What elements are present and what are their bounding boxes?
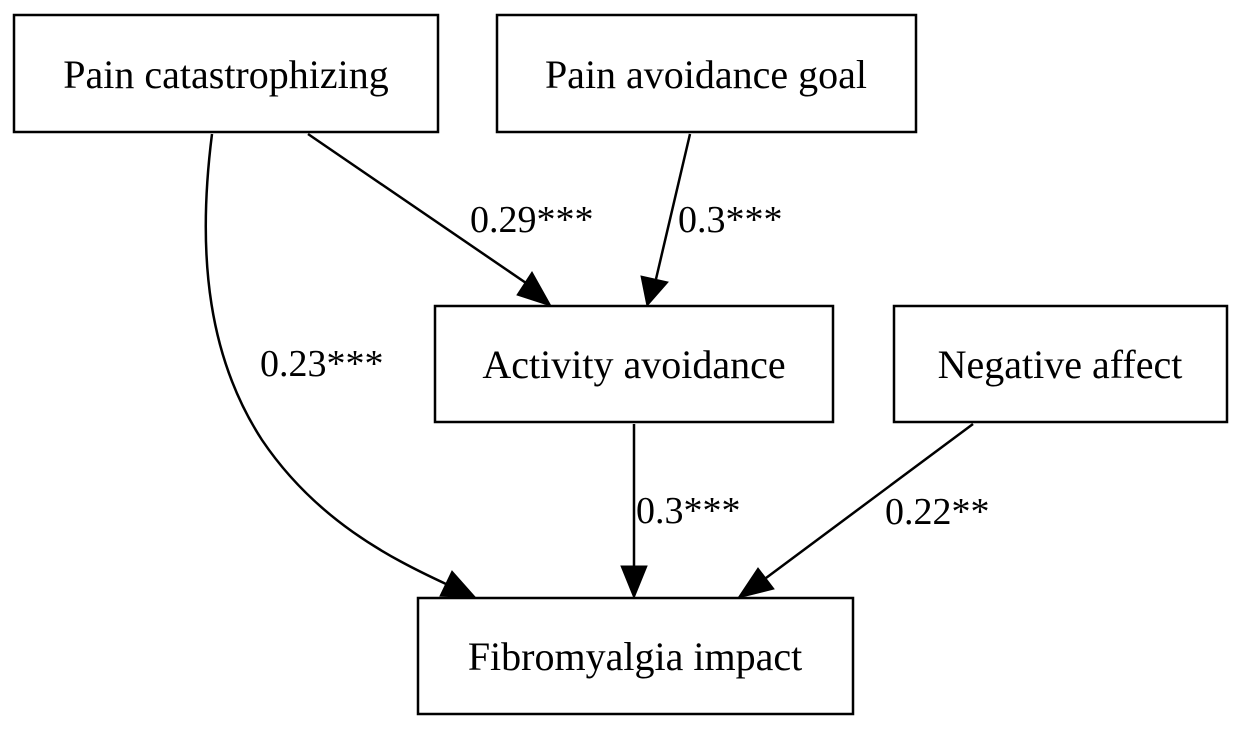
node-activity-avoidance: Activity avoidance — [433, 304, 835, 424]
edge-label: 0.23*** — [260, 343, 384, 385]
edge-catastrophizing-to-impact: 0.23*** — [204, 133, 478, 599]
edge-catastrophizing-to-activity: 0.29*** — [307, 132, 594, 307]
node-pain-avoidance-goal: Pain avoidance goal — [495, 13, 918, 134]
node-pain-catastrophizing: Pain catastrophizing — [12, 13, 440, 134]
arrowhead-icon — [640, 275, 669, 308]
edge-line — [654, 133, 692, 280]
edge-label: 0.22** — [885, 491, 990, 533]
arrowhead-icon — [516, 271, 553, 307]
edge-negative-to-impact: 0.22** — [736, 422, 990, 599]
edge-line — [765, 422, 974, 580]
node-label: Activity avoidance — [482, 342, 785, 387]
node-negative-affect: Negative affect — [892, 304, 1229, 424]
edge-label: 0.3*** — [678, 199, 783, 241]
node-label: Negative affect — [938, 342, 1183, 387]
arrowhead-icon — [620, 565, 648, 600]
node-label: Fibromyalgia impact — [468, 634, 802, 679]
node-label: Pain avoidance goal — [545, 52, 867, 97]
node-label: Pain catastrophizing — [63, 52, 388, 97]
edge-activity-to-impact: 0.3*** — [620, 424, 741, 600]
edge-goal-to-activity: 0.3*** — [640, 133, 783, 308]
edge-line — [204, 133, 447, 586]
edge-line — [307, 132, 527, 285]
arrowhead-icon — [736, 567, 775, 599]
arrowhead-icon — [439, 570, 478, 599]
edge-label: 0.3*** — [636, 490, 741, 532]
node-fibromyalgia-impact: Fibromyalgia impact — [416, 596, 855, 716]
edge-label: 0.29*** — [470, 199, 594, 241]
